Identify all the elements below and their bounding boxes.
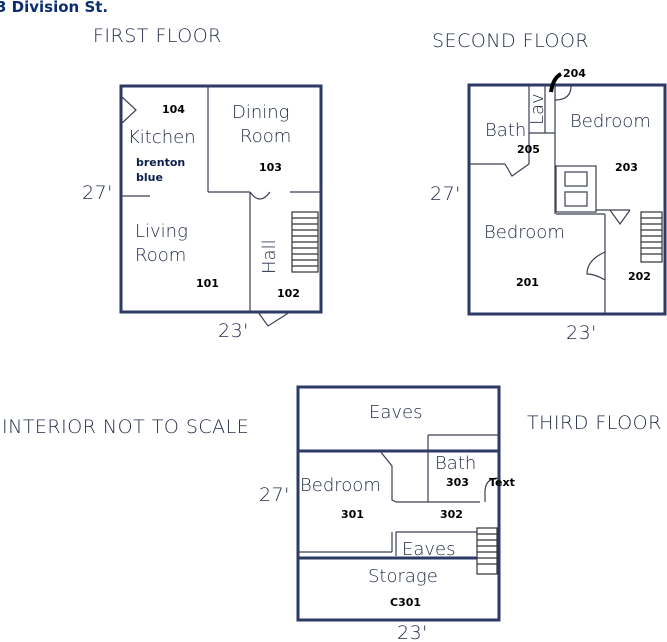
first-floor-height: 27'	[82, 182, 113, 204]
first-floor-outline	[119, 84, 323, 314]
room-name-dining-1: Dining	[232, 102, 289, 123]
room-number-303: 303	[446, 476, 469, 489]
room-number-102: 102	[277, 287, 300, 300]
room-name-bedroom-ne: Bedroom	[570, 111, 651, 132]
first-floor-label: FIRST FLOOR	[93, 25, 222, 47]
third-floor-width: 23'	[397, 622, 428, 642]
room-name-living-1: Living	[135, 221, 188, 242]
third-floor: THIRD FLOOR INTERIOR NOT TO SCALE Eaves …	[2, 385, 662, 642]
room-name-kitchen: Kitchen	[128, 127, 196, 148]
room-name-hall: Hall	[259, 239, 280, 274]
second-floor-outline	[467, 83, 667, 316]
note-line-1: brenton	[136, 156, 185, 169]
room-name-eaves-bottom: Eaves	[402, 539, 456, 560]
bath-text-tag: Text	[489, 476, 515, 489]
second-floor: SECOND FLOOR 204 Lav Bath	[430, 30, 667, 344]
second-floor-width: 23'	[566, 322, 597, 344]
room-number-205: 205	[517, 143, 540, 156]
second-floor-height: 27'	[430, 183, 461, 205]
third-floor-label: THIRD FLOOR	[527, 412, 662, 434]
chimney	[555, 165, 597, 213]
door-swing	[586, 251, 606, 281]
room-name-bath: Bath	[485, 120, 526, 141]
door-swing	[120, 95, 137, 125]
room-number-104: 104	[162, 103, 185, 116]
room-number-301: 301	[341, 508, 364, 521]
pipe-marker	[549, 72, 563, 93]
door-swing	[554, 85, 572, 101]
chimney-flue	[564, 171, 588, 187]
room-name-bath-303: Bath	[435, 453, 476, 474]
room-name-living-2: Room	[135, 245, 186, 266]
room-number-101: 101	[196, 277, 219, 290]
room-name-bedroom-301: Bedroom	[300, 475, 381, 496]
door-swing	[504, 163, 530, 177]
second-floor-label: SECOND FLOOR	[432, 30, 589, 52]
room-number-c301: C301	[390, 596, 421, 609]
first-floor: FIRST FLOOR 104 Kitchen brenton blue D	[82, 25, 323, 342]
room-number-103: 103	[259, 161, 282, 174]
staircase	[291, 211, 319, 273]
room-name-bedroom-main: Bedroom	[484, 222, 565, 243]
chimney-flue	[564, 191, 588, 207]
door-swing	[484, 477, 500, 502]
room-number-201: 201	[516, 276, 539, 289]
room-number-203: 203	[615, 161, 638, 174]
room-number-202: 202	[628, 270, 651, 283]
room-name-lav: Lav	[527, 93, 548, 125]
third-floor-outline	[296, 385, 501, 622]
room-number-302: 302	[440, 508, 463, 521]
door-swing	[609, 209, 631, 226]
staircase	[476, 527, 498, 575]
room-name-storage: Storage	[368, 566, 438, 587]
page-title: 3 Division St.	[0, 0, 108, 16]
door-swing	[249, 191, 271, 200]
note-line-2: blue	[136, 171, 163, 184]
third-floor-height: 27'	[259, 484, 290, 506]
door-swing	[257, 311, 291, 327]
staircase	[640, 211, 663, 263]
first-floor-width: 23'	[218, 320, 249, 342]
room-number-204: 204	[563, 67, 586, 80]
room-name-dining-2: Room	[240, 126, 291, 147]
disclaimer: INTERIOR NOT TO SCALE	[2, 416, 249, 438]
room-name-eaves-top: Eaves	[369, 402, 423, 423]
wall	[379, 450, 397, 503]
